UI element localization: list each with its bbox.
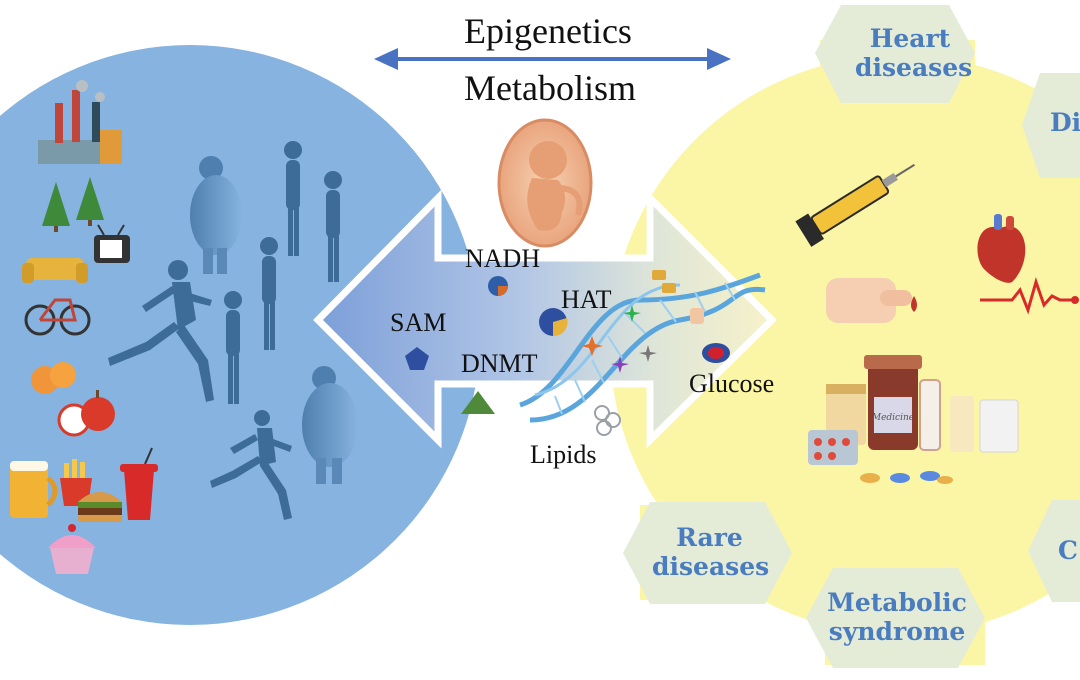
runner-silhouette-large — [108, 260, 214, 402]
lipids-label: Lipids — [530, 440, 597, 469]
heart-diseases-line1: Heart — [869, 24, 951, 53]
glucose-label: Glucose — [689, 369, 775, 398]
coin-stack-icon — [652, 270, 704, 324]
epigenetics-metabolism-arrow — [374, 48, 731, 70]
standing-silhouette-1 — [284, 141, 302, 256]
finger-blood-icon — [826, 278, 917, 323]
beer-icon — [10, 461, 58, 518]
rare-diseases-label: Rare diseases — [652, 523, 770, 581]
rare-diseases-line1: Rare — [676, 523, 743, 552]
burger-icon — [78, 492, 122, 522]
people-silhouettes — [108, 141, 358, 520]
metabolic-syndrome-line1: Metabolic — [827, 588, 967, 617]
medicine-bottle-label: Medicine — [871, 413, 914, 423]
standing-silhouette-4 — [224, 291, 242, 404]
diabetes-label-partial: Di — [1050, 108, 1080, 137]
ecg-icon — [980, 277, 1079, 315]
syringe-icon — [795, 163, 915, 247]
cancer-label-partial: C — [1058, 536, 1078, 565]
pine-trees-icon — [42, 177, 104, 232]
bicycle-icon — [24, 298, 91, 336]
tv-icon — [94, 224, 130, 263]
metabolic-syndrome-line2: syndrome — [828, 617, 966, 646]
rare-diseases-line2: diseases — [652, 552, 770, 581]
fetus-icon — [497, 118, 593, 248]
hexagon-heart — [815, 5, 975, 103]
hexagon-diabetes — [1022, 73, 1080, 178]
hat-pacman-icon — [539, 308, 568, 337]
dnmt-label: DNMT — [461, 349, 538, 378]
cupcake-icon — [48, 524, 96, 574]
runner-silhouette-small — [210, 410, 292, 520]
heart-diseases-label: Heart diseases — [855, 24, 973, 82]
nadh-label: NADH — [465, 244, 541, 273]
soda-icon — [120, 447, 158, 520]
obese-silhouette-top — [190, 156, 242, 274]
hat-label: HAT — [561, 285, 612, 314]
hexagon-metabolic — [806, 568, 985, 668]
sam-pentagon-icon — [405, 347, 429, 370]
standing-silhouette-3 — [260, 237, 278, 350]
orange-icon — [31, 362, 76, 394]
dnmt-triangle-icon — [461, 391, 495, 414]
hexagon-cancer — [1028, 500, 1080, 602]
dna-icon — [519, 272, 766, 423]
star-icons — [581, 305, 657, 373]
heart-organ-icon — [977, 214, 1026, 283]
epigenetics-label: Epigenetics — [464, 11, 632, 51]
pills-icon: Medicine — [808, 355, 1019, 484]
standing-silhouette-2 — [324, 171, 342, 282]
factory-icon — [38, 80, 122, 164]
hexagon-rare — [623, 502, 792, 604]
metabolism-label: Metabolism — [464, 68, 636, 108]
apple-icon — [57, 390, 115, 437]
glucose-icon — [702, 343, 730, 363]
nadh-icon — [488, 276, 508, 296]
sofa-icon — [22, 258, 88, 283]
sam-label: SAM — [390, 308, 447, 337]
lipids-icon — [594, 405, 621, 436]
heart-diseases-line2: diseases — [855, 53, 973, 82]
metabolic-syndrome-label: Metabolic syndrome — [827, 588, 967, 646]
obese-silhouette-bottom — [302, 366, 358, 484]
